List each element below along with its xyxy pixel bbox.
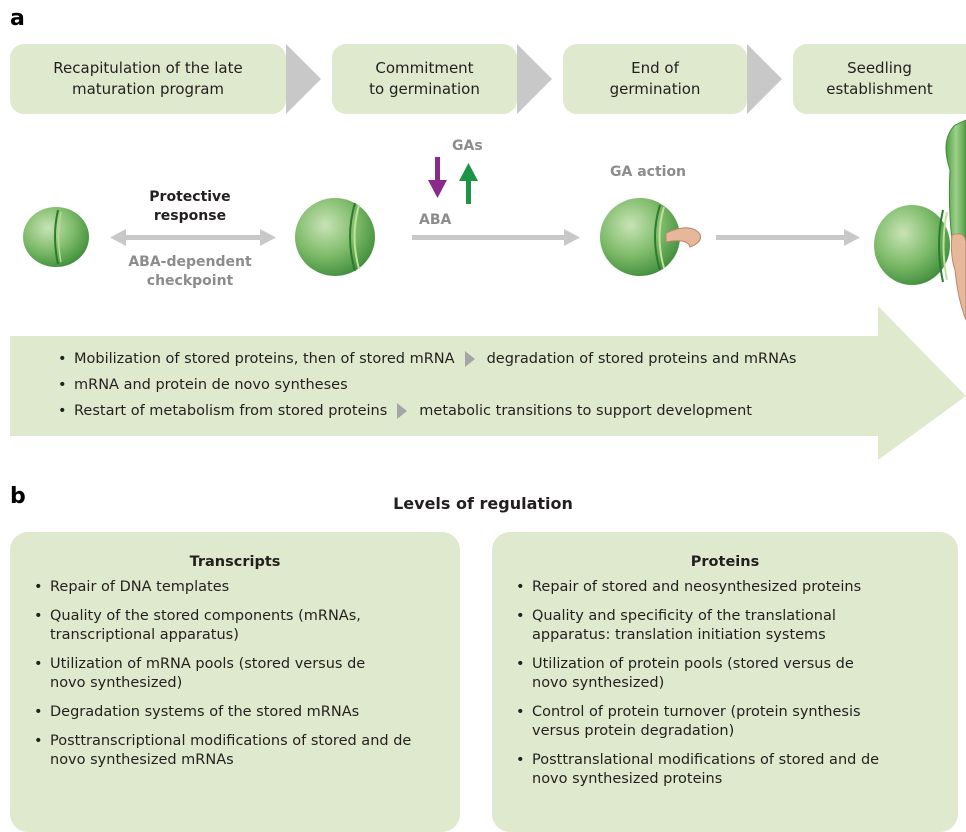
list-item: Repair of stored and neosynthesized prot…	[516, 578, 934, 597]
double-arrow-protective	[110, 229, 276, 246]
list-item: Degradation systems of the stored mRNAs	[34, 703, 436, 722]
transcripts-box: Transcripts Repair of DNA templates Qual…	[10, 532, 460, 832]
triangle-arrow-icon	[464, 351, 475, 367]
proteins-list: Repair of stored and neosynthesized prot…	[516, 578, 934, 789]
aba-down-arrow	[428, 157, 447, 198]
regulation-title: Levels of regulation	[393, 494, 573, 513]
proteins-box: Proteins Repair of stored and neosynthes…	[492, 532, 958, 832]
stage-chevron-3	[747, 44, 782, 114]
stage-recapitulation: Recapitulation of the late maturation pr…	[10, 44, 286, 114]
protective-response-label: Protective response	[149, 189, 231, 224]
proteins-title: Proteins	[690, 554, 760, 570]
seedling	[874, 119, 966, 321]
list-item: Posttranslational modifications of store…	[516, 751, 934, 789]
panel-b-letter: b	[10, 484, 26, 509]
aba-label: ABA	[419, 212, 452, 228]
process-item: mRNA and protein de novo syntheses	[58, 372, 796, 398]
list-item: Control of protein turnover (protein syn…	[516, 703, 934, 741]
ga-up-arrow	[459, 163, 478, 204]
checkpoint-label: ABA-dependent checkpoint	[128, 254, 252, 289]
process-list: Mobilization of stored proteins, then of…	[58, 346, 796, 424]
list-item: Utilization of protein pools (stored ver…	[516, 655, 934, 693]
process-item: Mobilization of stored proteins, then of…	[58, 346, 796, 372]
stage-chevron-2	[517, 44, 552, 114]
list-item: Utilization of mRNA pools (stored versus…	[34, 655, 436, 693]
stage-end-germination: End of germination	[563, 44, 747, 114]
triangle-arrow-icon	[397, 403, 408, 419]
seed-dry	[23, 207, 89, 267]
transcripts-title: Transcripts	[189, 554, 281, 570]
list-item: Posttranscriptional modifications of sto…	[34, 732, 436, 770]
process-item: Restart of metabolism from stored protei…	[58, 398, 796, 424]
list-item: Repair of DNA templates	[34, 578, 436, 597]
list-item: Quality of the stored components (mRNAs,…	[34, 607, 436, 645]
gas-label: GAs	[452, 138, 483, 154]
arrow-to-end-germination	[412, 229, 580, 246]
seed-imbibed	[295, 198, 375, 276]
transcripts-list: Repair of DNA templates Quality of the s…	[34, 578, 436, 770]
list-item: Quality and specificity of the translati…	[516, 607, 934, 645]
panel-a-letter: a	[10, 6, 25, 31]
ga-action-label: GA action	[610, 164, 687, 180]
seed-germinated	[600, 198, 701, 276]
arrow-to-seedling	[716, 229, 860, 246]
stage-commitment: Commitment to germination	[332, 44, 517, 114]
stage-chevron-1	[286, 44, 321, 114]
stage-seedling-establishment: Seedling establishment	[793, 44, 966, 114]
